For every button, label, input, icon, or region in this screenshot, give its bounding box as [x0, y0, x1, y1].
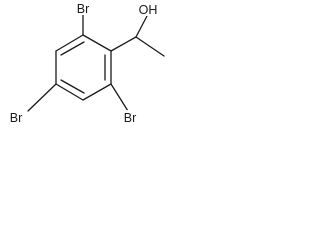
atom-label-br-right: Br [124, 111, 137, 125]
bond-c-br-left [27, 83, 57, 112]
benzene-ring [55, 34, 112, 101]
atom-br-right: Br [121, 110, 138, 125]
ring-bond-3-double [60, 79, 85, 94]
bond-c-br-right [110, 83, 129, 112]
bond-ch-to-o [135, 15, 148, 38]
ring-bond-4 [82, 83, 112, 101]
ring-bond-6 [82, 34, 112, 52]
atom-label-br-top: Br [77, 2, 90, 16]
chemical-structure: Br OH Br Br [7, 2, 165, 125]
ring-bond-3 [55, 83, 84, 101]
atom-br-left: Br [7, 110, 24, 125]
atom-label-oh: OH [139, 3, 158, 17]
atom-br-top: Br [75, 2, 92, 16]
bond-ring-to-ch [110, 36, 137, 52]
atom-label-br-left: Br [10, 111, 23, 125]
atom-oh: OH [138, 3, 158, 17]
ring-bond-1-double [60, 41, 85, 56]
ring-bond-1 [55, 34, 84, 52]
bond-ch-to-methyl [135, 36, 165, 57]
